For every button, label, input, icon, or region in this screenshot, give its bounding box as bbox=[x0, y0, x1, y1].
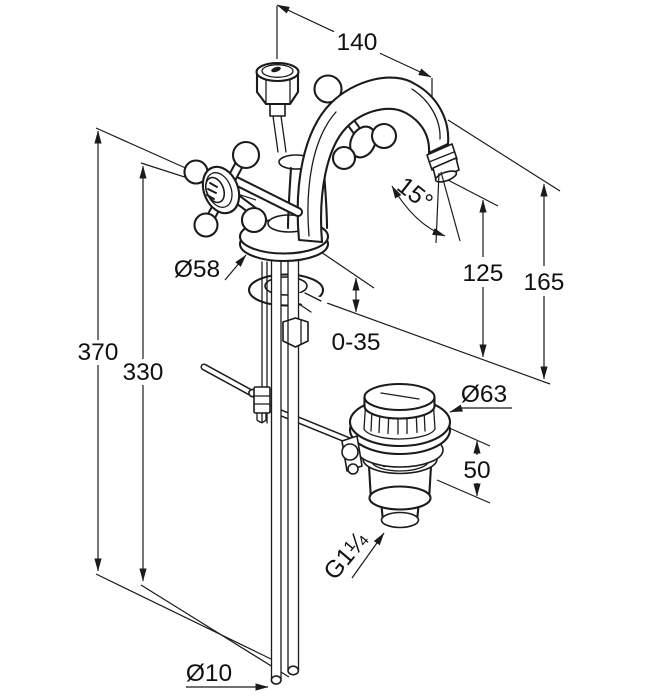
dim-supply-pipe-diameter: Ø10 bbox=[186, 660, 232, 687]
dim-mounting-depth-range: 0-35 bbox=[331, 329, 380, 356]
dimension-lines bbox=[94, 4, 548, 691]
mounting-nut bbox=[282, 317, 309, 348]
waste-lever-joint bbox=[341, 435, 363, 475]
dim-spout-reach: 140 bbox=[337, 29, 378, 56]
handle-logo-mark bbox=[206, 182, 218, 200]
dim-outlet-height: 125 bbox=[463, 260, 504, 287]
angle-annotation bbox=[391, 171, 461, 244]
popup-waste-assembly bbox=[341, 382, 452, 529]
dim-waste-thread-size: G1¼ bbox=[319, 527, 374, 585]
dim-waste-height: 50 bbox=[463, 457, 490, 484]
dim-spout-height: 165 bbox=[524, 269, 565, 296]
waste-plug-cap bbox=[363, 382, 436, 420]
popup-knob bbox=[255, 61, 300, 117]
spout bbox=[296, 76, 460, 244]
dim-base-diameter: Ø58 bbox=[174, 256, 220, 283]
supply-pipe-long bbox=[270, 259, 282, 685]
cross-handle bbox=[183, 140, 303, 238]
extension-lines bbox=[95, 6, 561, 678]
mounting-hardware bbox=[200, 214, 354, 685]
dim-supply-pipe-length: 370 bbox=[78, 339, 119, 366]
faucet-figure bbox=[183, 61, 460, 685]
rod-clamp bbox=[248, 386, 271, 423]
dim-threaded-rod-length: 330 bbox=[123, 359, 164, 386]
dim-waste-flange-diameter: Ø63 bbox=[461, 381, 507, 408]
dim-spout-angle: 15° bbox=[392, 172, 438, 216]
